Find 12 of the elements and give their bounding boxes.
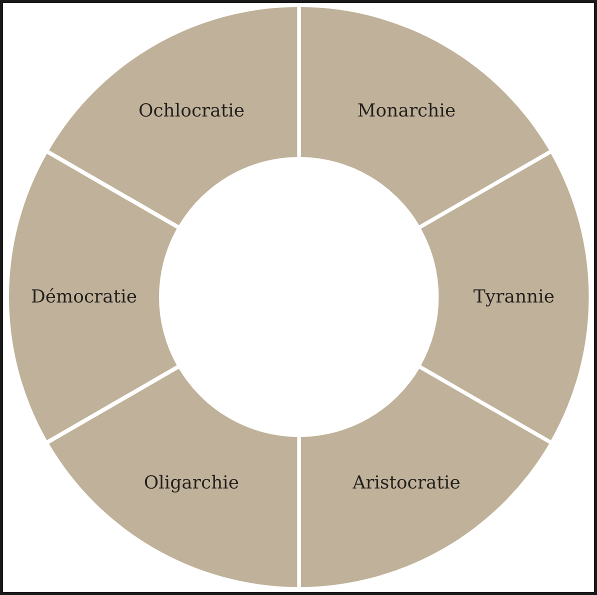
segment-label: Oligarchie xyxy=(144,472,240,494)
segment-label: Ochlocratie xyxy=(138,100,245,122)
ring-segment xyxy=(299,7,550,227)
ring-segment xyxy=(9,152,178,442)
ring-segment xyxy=(48,367,299,587)
segment-label: Démocratie xyxy=(30,286,138,308)
ring-segment xyxy=(299,367,550,587)
ring-segment xyxy=(48,7,299,227)
ring-segment xyxy=(420,152,589,442)
segment-label: Aristocratie xyxy=(352,472,460,494)
segment-label: Tyrannie xyxy=(473,286,555,308)
segment-label: Monarchie xyxy=(357,100,456,122)
